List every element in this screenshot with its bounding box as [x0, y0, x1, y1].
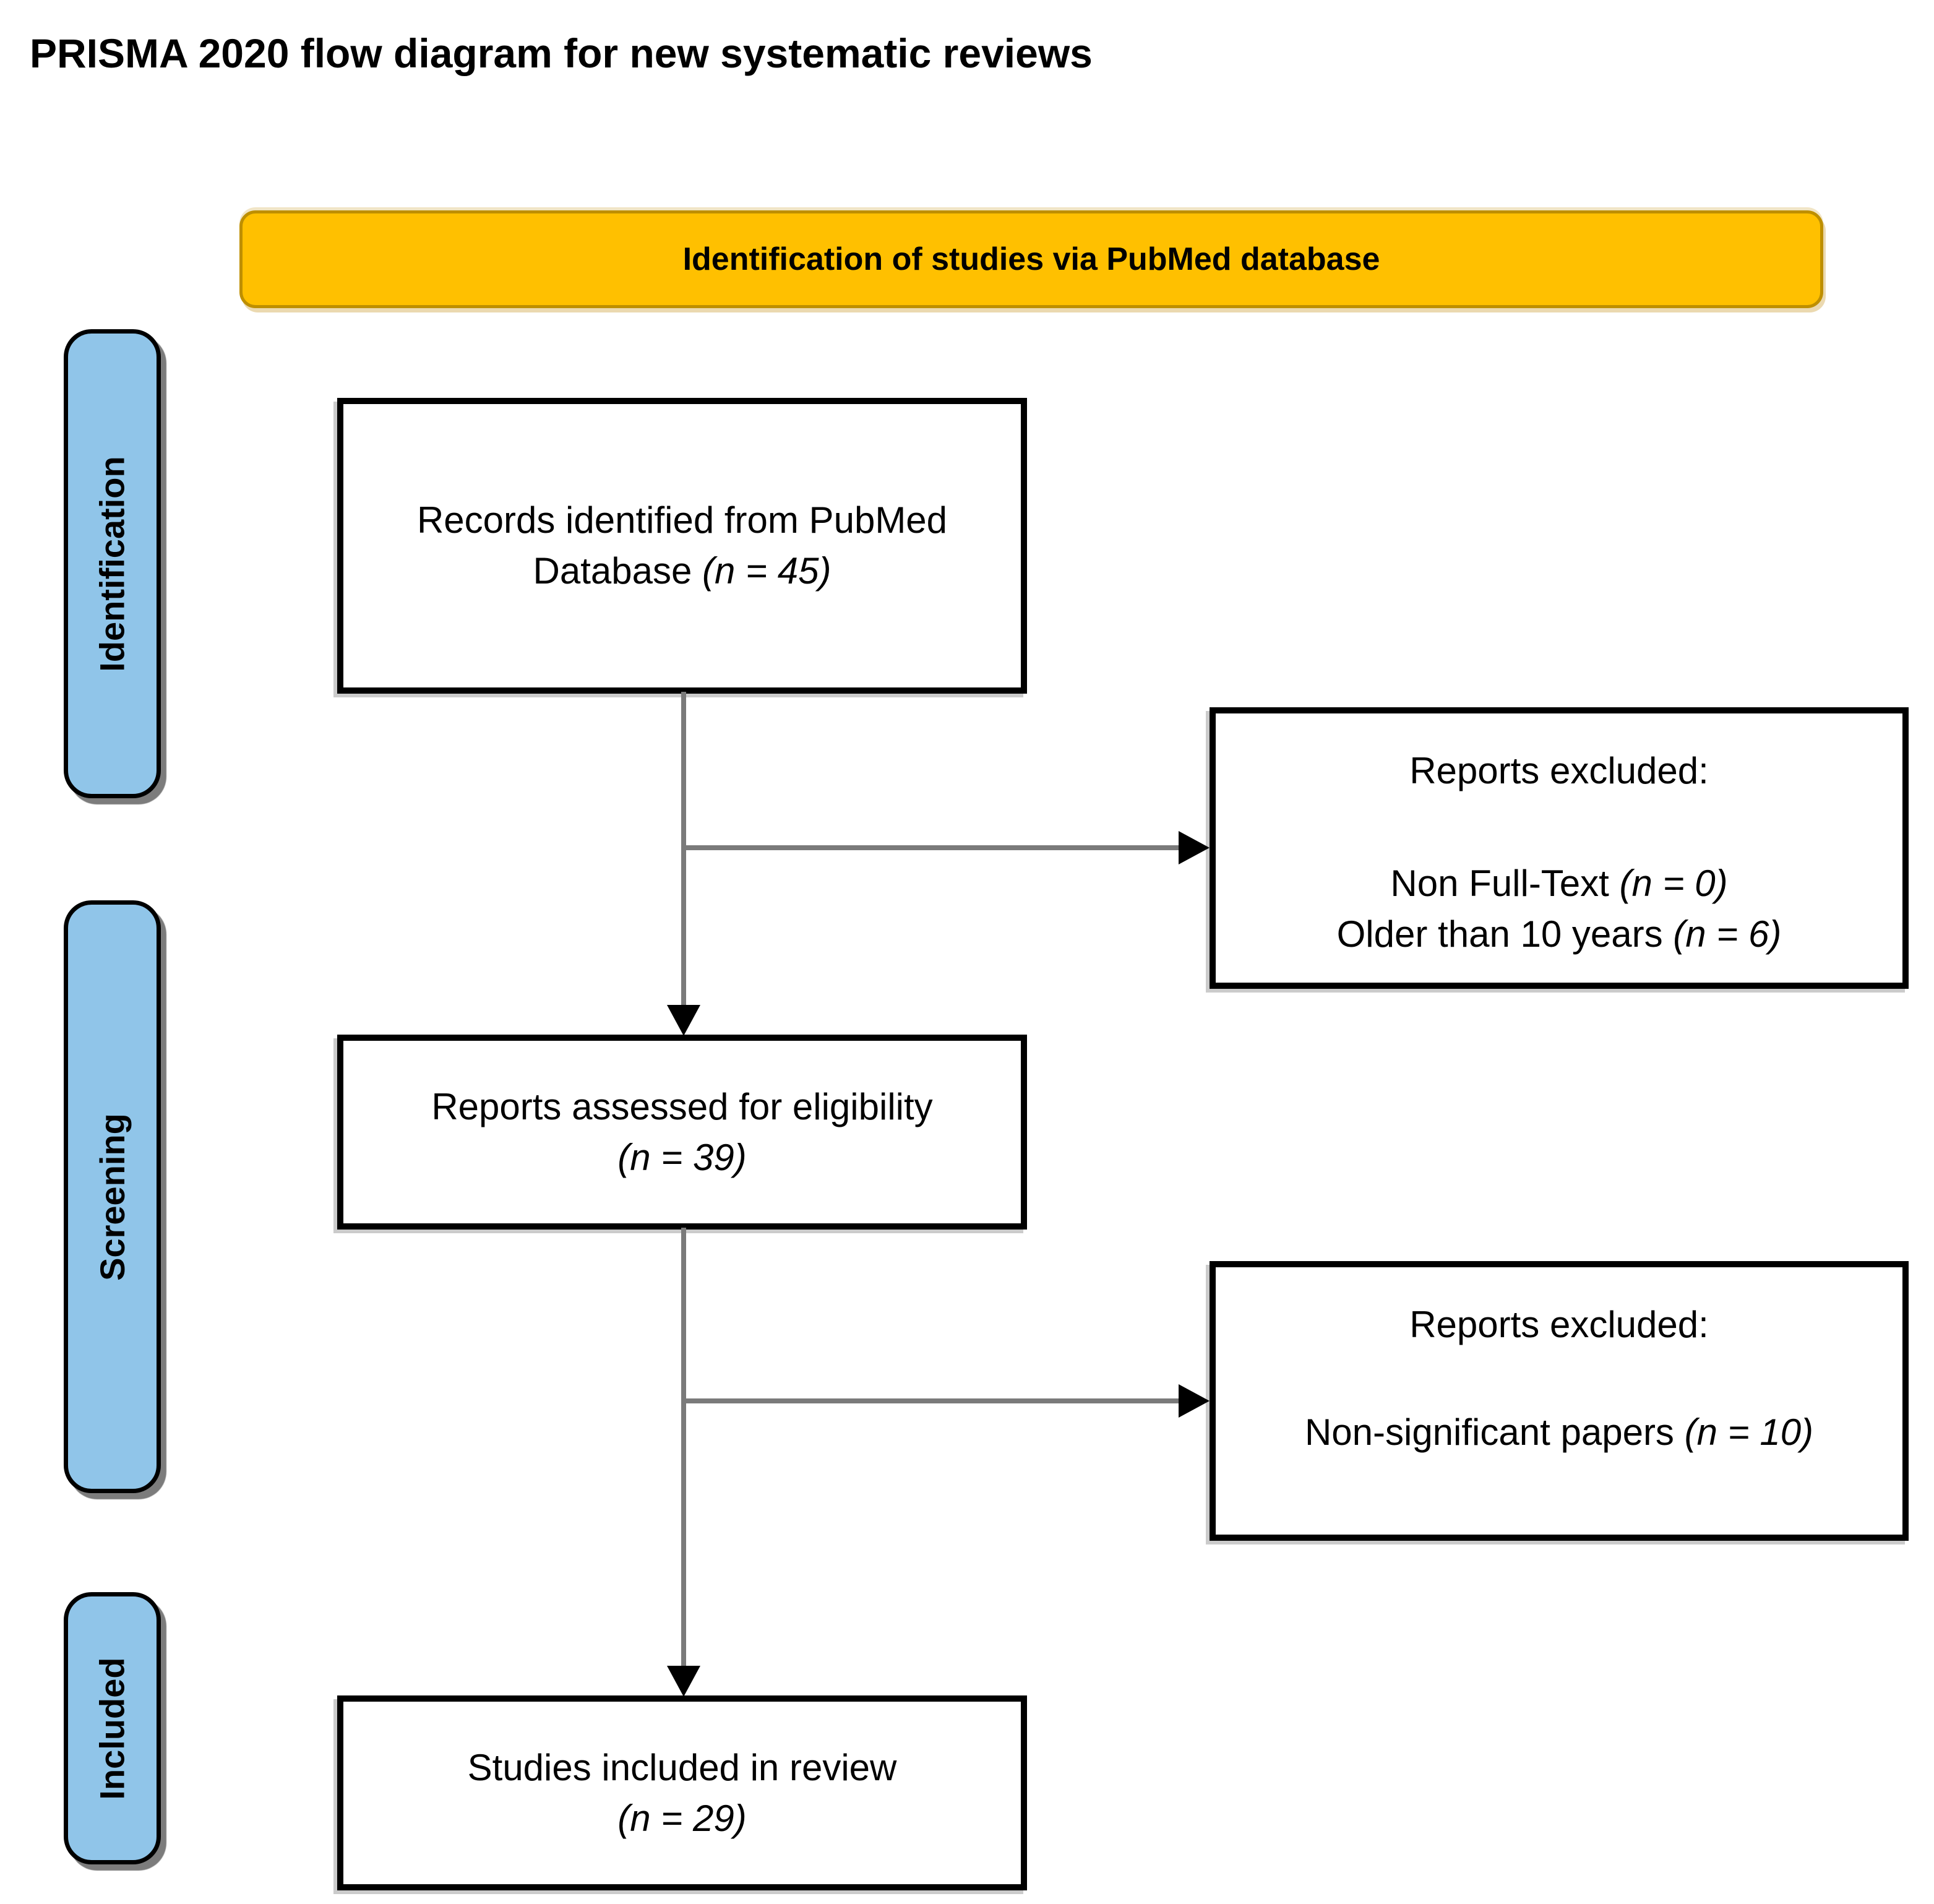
excluded2-item1-n: (n = 10): [1684, 1411, 1814, 1453]
stage-tab-screening-label: Screening: [93, 1113, 132, 1281]
excluded1-item-older-than-10-years: Older than 10 years (n = 6): [1336, 913, 1782, 955]
arrow-to-excluded2-head-icon: [1179, 1384, 1210, 1418]
excluded1-item2-n: (n = 6): [1673, 913, 1782, 955]
assessed-n-count: (n = 39): [617, 1136, 747, 1178]
banner-identification-via-pubmed: Identification of studies via PubMed dat…: [239, 210, 1823, 308]
stage-tab-included-label: Included: [93, 1656, 132, 1800]
excluded1-items: Non Full-Text (n = 0) Older than 10 year…: [1216, 858, 1902, 960]
stage-tab-identification: Identification: [64, 329, 161, 798]
box-reports-assessed: Reports assessed for eligibility (n = 39…: [337, 1035, 1027, 1230]
box-included-line1: Studies included in review: [467, 1746, 897, 1788]
arrow-to-excluded1-head-icon: [1179, 831, 1210, 864]
stage-tab-included: Included: [64, 1592, 161, 1864]
included-n-count: (n = 29): [617, 1797, 747, 1839]
arrow-to-excluded1-line: [684, 845, 1180, 850]
box-records-identified: Records identified from PubMed Database …: [337, 398, 1027, 694]
records-n-count: (n = 45): [702, 550, 832, 592]
arrow-records-to-assessed-head-icon: [667, 1005, 700, 1036]
box-reports-excluded-2: Reports excluded: Non-significant papers…: [1210, 1261, 1909, 1541]
stage-tab-identification-label: Identification: [93, 455, 132, 672]
excluded1-item1-n: (n = 0): [1619, 863, 1728, 904]
box-assessed-line1: Reports assessed for eligibility: [431, 1085, 933, 1127]
arrow-to-excluded2-line: [684, 1398, 1180, 1403]
excluded1-item-non-full-text: Non Full-Text (n = 0): [1390, 863, 1728, 904]
box-records-line2: Database (n = 45): [533, 550, 832, 592]
arrow-assessed-to-included-line: [681, 1228, 686, 1668]
excluded2-item-non-significant: Non-significant papers (n = 10): [1304, 1411, 1814, 1453]
arrow-assessed-to-included-head-icon: [667, 1666, 700, 1697]
box-reports-excluded-1: Reports excluded: Non Full-Text (n = 0) …: [1210, 707, 1909, 989]
stage-tab-screening: Screening: [64, 900, 161, 1493]
banner-label: Identification of studies via PubMed dat…: [682, 241, 1380, 277]
excluded2-heading: Reports excluded:: [1409, 1304, 1709, 1345]
page-title: PRISMA 2020 flow diagram for new systema…: [30, 30, 1093, 76]
excluded2-items: Non-significant papers (n = 10): [1216, 1407, 1902, 1458]
box-records-line1: Records identified from PubMed: [416, 499, 948, 541]
excluded1-heading: Reports excluded:: [1409, 750, 1709, 791]
box-studies-included: Studies included in review (n = 29): [337, 1695, 1027, 1890]
